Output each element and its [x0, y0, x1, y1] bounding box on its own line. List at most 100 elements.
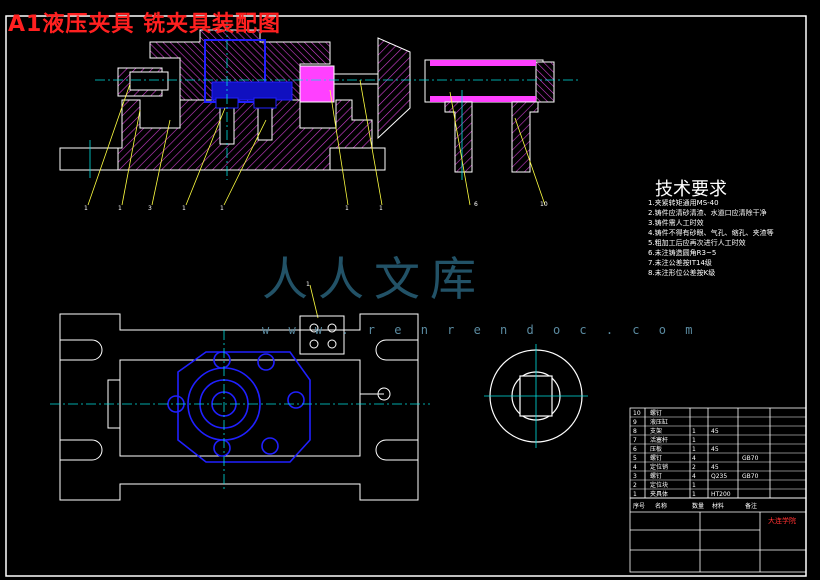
parts-row-cell: 活塞杆: [650, 436, 668, 444]
plan-body: [119, 359, 361, 457]
balloon-1: 1: [84, 205, 88, 212]
parts-row-cell: 液压缸: [650, 418, 668, 426]
balloon-8: 6: [474, 201, 478, 208]
bolt-head-2: [253, 97, 277, 109]
parts-row-cell: 压板: [650, 445, 662, 453]
parts-row-cell: GB70: [742, 455, 759, 462]
plan-workpiece: [167, 351, 311, 463]
piston-rod: [333, 73, 385, 85]
parts-row-cell: HT200: [711, 491, 731, 498]
base-foot-right: [329, 147, 386, 171]
parts-row-cell: 4: [633, 464, 637, 471]
cylinder-wall-bottom: [430, 96, 536, 102]
parts-row-cell: 1: [633, 491, 637, 498]
watermark-url: w w w . r e n r e n d o c . c o m: [262, 323, 699, 337]
plan-block: [299, 315, 345, 355]
requirement-item: 5.粗加工后应再次进行人工时效: [648, 239, 746, 247]
tb-header-1: 名称: [655, 502, 667, 510]
parts-row-cell: 10: [633, 410, 641, 417]
balloon-2: 1: [118, 205, 122, 212]
parts-row-cell: 螺钉: [650, 454, 662, 462]
tb-header-3: 材料: [712, 502, 724, 510]
parts-row-cell: 支架: [650, 427, 662, 435]
hydraulic-cylinder: [424, 59, 544, 103]
left-screw: [129, 71, 169, 91]
parts-row-cell: 4: [692, 473, 696, 480]
parts-row-cell: 4: [692, 455, 696, 462]
parts-row-cell: 9: [633, 419, 637, 426]
requirements-heading: 技术要求: [655, 179, 727, 200]
balloon-7: 1: [379, 205, 383, 212]
parts-row-cell: GB70: [742, 473, 759, 480]
plan-hole-2: [327, 323, 337, 333]
base-foot-left: [59, 147, 119, 171]
drawing-frame: [5, 15, 807, 577]
balloon-3: 3: [148, 205, 152, 212]
workpiece-insert: [211, 81, 293, 101]
requirement-item: 1.夹紧转矩通用MS-40: [648, 199, 719, 207]
cylinder-wall-top: [430, 60, 536, 66]
tb-header-0: 序号: [633, 502, 645, 510]
base-plate-outline: [59, 313, 419, 501]
parts-row-cell: 6: [633, 446, 637, 453]
leader-lines: [87, 79, 546, 319]
parts-row-cell: 1: [692, 446, 696, 453]
balloon-10: 1: [306, 281, 310, 288]
front-section-view: [59, 22, 580, 180]
parts-row-cell: 3: [633, 473, 637, 480]
plan-hole-4: [327, 339, 337, 349]
parts-row-cell: 定位销: [650, 463, 668, 471]
requirement-item: 4.铸件不得有砂眼、气孔、缩孔、夹渣等: [648, 229, 774, 237]
parts-row-cell: 定位块: [650, 481, 668, 489]
title-block-header: 序号 名称 数量 材料 备注: [633, 502, 757, 510]
title-block: [629, 497, 807, 573]
cylinder-support-left: [444, 101, 473, 173]
parts-row-cell: 2: [633, 482, 637, 489]
tb-header-2: 数量: [692, 502, 704, 510]
parts-row-cell: 螺钉: [650, 472, 662, 480]
slot-left-bottom: [60, 439, 103, 461]
requirement-item: 3.铸件需人工时效: [648, 219, 704, 227]
parts-row-cell: 1: [692, 482, 696, 489]
balloon-labels: 1 1 3 1 1 1 1 6 10 1: [84, 201, 548, 288]
balloon-4: 1: [182, 205, 186, 212]
drawing-title: A1液压夹具 铣夹具装配图: [8, 12, 281, 37]
title-block-org: 大连学院: [768, 517, 796, 525]
parts-row-cell: 45: [711, 446, 719, 453]
top-plan-view: [59, 313, 419, 501]
slot-right-bottom: [375, 439, 418, 461]
parts-row-cell: 1: [692, 428, 696, 435]
tb-header-4: 备注: [745, 502, 757, 510]
plan-hole-1: [309, 323, 319, 333]
requirement-item: 2.铸件应清砂清渣、水道口应清除干净: [648, 209, 767, 217]
slot-right-top: [375, 339, 418, 361]
parts-row-cell: 螺钉: [650, 409, 662, 417]
pressure-block: [299, 65, 335, 103]
end-plate: [377, 37, 411, 140]
parts-row-cell: 夹具体: [650, 490, 668, 498]
parts-row-cell: 1: [692, 491, 696, 498]
plan-hole-3: [309, 339, 319, 349]
balloon-9: 10: [540, 201, 548, 208]
parts-row-cell: 1: [692, 437, 696, 444]
requirement-item: 8.未注形位公差按K级: [648, 269, 716, 277]
parts-row-cell: 2: [692, 464, 696, 471]
parts-row-cell: 45: [711, 464, 719, 471]
cylinder-support-right: [511, 101, 539, 173]
parts-row-cell: 5: [633, 455, 637, 462]
requirement-item: 7.未注公差按IT14级: [648, 259, 712, 267]
requirements-list: 1.夹紧转矩通用MS-40 2.铸件应清砂清渣、水道口应清除干净 3.铸件需人工…: [648, 198, 774, 278]
parts-row-cell: 7: [633, 437, 637, 444]
parts-row-cell: 8: [633, 428, 637, 435]
balloon-5: 1: [220, 205, 224, 212]
parts-row-cell: 45: [711, 428, 719, 435]
parts-row-cell: Q235: [711, 473, 727, 480]
slot-left-top: [60, 339, 103, 361]
cylinder-cap-right: [535, 61, 555, 103]
watermark-text: 人人文库: [262, 252, 486, 306]
requirement-item: 6.未注铸造圆角R3~5: [648, 249, 717, 257]
balloon-6: 1: [345, 205, 349, 212]
